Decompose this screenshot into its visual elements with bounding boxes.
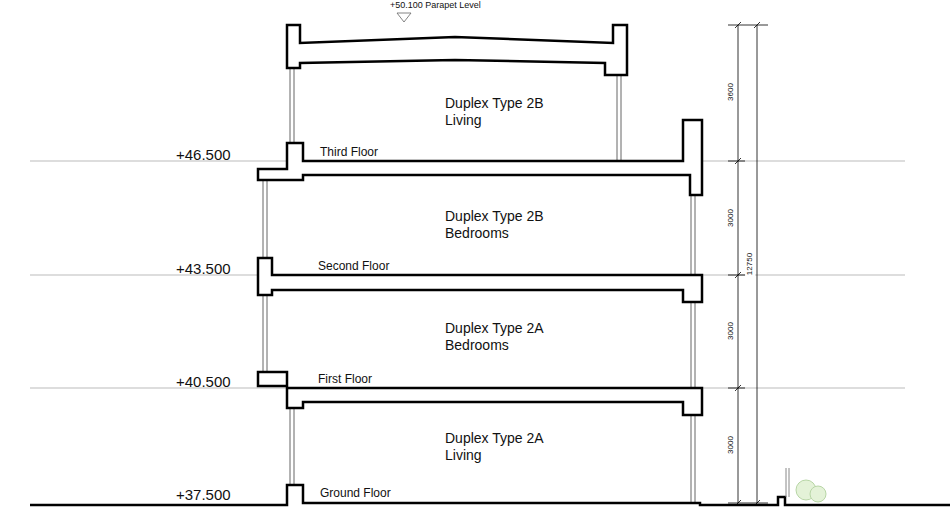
floor-name: Ground Floor xyxy=(318,486,393,500)
floor-name: Second Floor xyxy=(316,259,391,273)
dimension-text: 3000 xyxy=(726,320,736,342)
level-title: +50.100 Parapet Level xyxy=(390,0,481,11)
level-lines xyxy=(30,161,905,388)
slabs xyxy=(30,25,950,505)
level-value: +46.500 xyxy=(176,146,231,164)
room-name: Duplex Type 2A Living xyxy=(445,430,563,464)
floor-name: Third Floor xyxy=(318,145,380,159)
room-name: Duplex Type 2A Bedrooms xyxy=(445,320,563,354)
room-name: Duplex Type 2B Bedrooms xyxy=(445,208,563,242)
floor-name: First Floor xyxy=(316,372,374,386)
dimension-text: 3000 xyxy=(726,434,736,456)
level-value: +43.500 xyxy=(176,260,231,278)
room-name: Duplex Type 2B Living xyxy=(445,95,563,129)
level-marker xyxy=(397,13,411,22)
level-value: +40.500 xyxy=(176,373,231,391)
dimension-text: 12750 xyxy=(745,251,755,277)
dimension-text: 3600 xyxy=(726,81,736,103)
landscape xyxy=(786,468,826,502)
dimension-text: 3000 xyxy=(726,207,736,229)
level-value: +37.500 xyxy=(176,486,231,504)
